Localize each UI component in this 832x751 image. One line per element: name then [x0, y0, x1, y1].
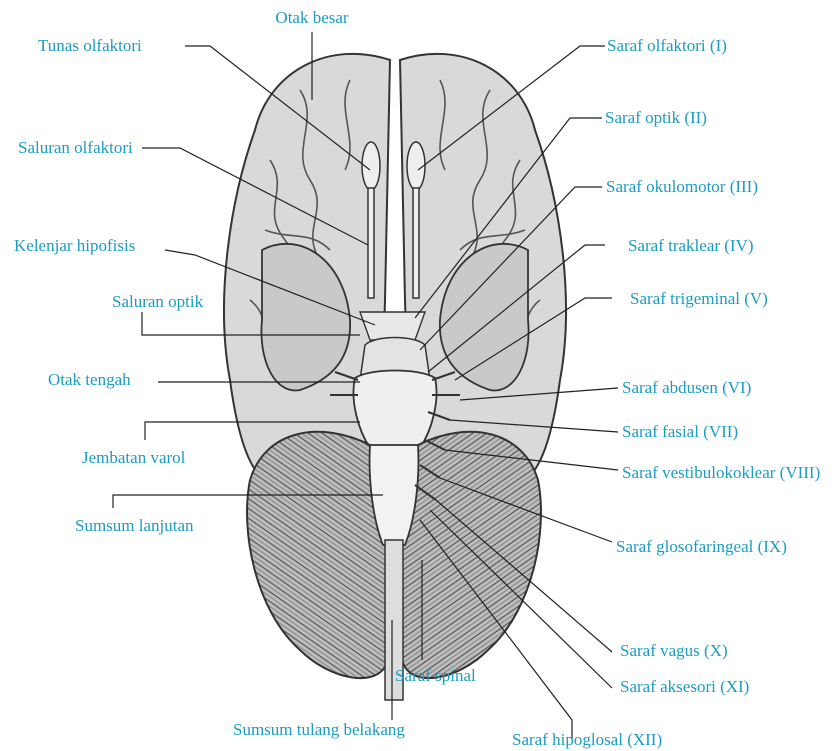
label-saraf-trigeminal: Saraf trigeminal (V): [630, 289, 768, 309]
optic-chiasm: [360, 312, 425, 340]
label-saluran-optik: Saluran optik: [112, 292, 203, 312]
label-saraf-optik: Saraf optik (II): [605, 108, 707, 128]
label-sumsum-tulang-belakang: Sumsum tulang belakang: [233, 720, 405, 740]
right-cerebellum: [400, 432, 541, 678]
label-saluran-olfaktori: Saluran olfaktori: [18, 138, 133, 158]
label-sumsum-lanjutan: Sumsum lanjutan: [75, 516, 194, 536]
label-jembatan-varol: Jembatan varol: [82, 448, 185, 468]
label-kelenjar-hipofisis: Kelenjar hipofisis: [14, 236, 135, 256]
label-saraf-olfaktori: Saraf olfaktori (I): [607, 36, 727, 56]
label-saraf-glosofaringeal: Saraf glosofaringeal (IX): [616, 537, 787, 557]
label-saraf-vestibulokoklear: Saraf vestibulokoklear (VIII): [622, 463, 820, 483]
label-saraf-fasial: Saraf fasial (VII): [622, 422, 738, 442]
label-otak-tengah: Otak tengah: [48, 370, 131, 390]
label-saraf-okulomotor: Saraf okulomotor (III): [606, 177, 758, 197]
label-saraf-traklear: Saraf traklear (IV): [628, 236, 754, 256]
label-otak-besar: Otak besar: [275, 8, 348, 28]
label-tunas-olfaktori: Tunas olfaktori: [38, 36, 142, 56]
label-saraf-aksesori: Saraf aksesori (XI): [620, 677, 749, 697]
label-saraf-abdusen: Saraf abdusen (VI): [622, 378, 751, 398]
label-saraf-vagus: Saraf vagus (X): [620, 641, 728, 661]
left-cerebellum: [247, 432, 390, 678]
olfactory-structures: [362, 142, 425, 298]
label-saraf-hipoglosal: Saraf hipoglosal (XII): [512, 730, 662, 750]
pons: [353, 371, 436, 449]
label-saraf-spinal: Saraf spinal: [395, 666, 476, 686]
